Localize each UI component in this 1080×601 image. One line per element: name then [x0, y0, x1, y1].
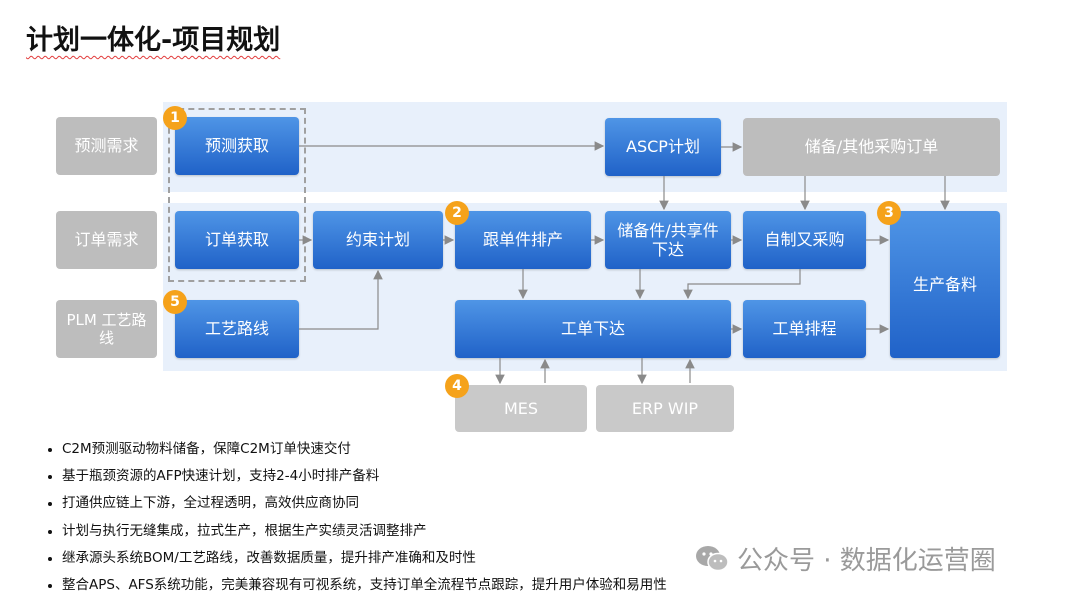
- wo-issue-box: 工单下达: [455, 300, 731, 358]
- erp-wip-box: ERP WIP: [596, 385, 734, 432]
- step-badge-3: 3: [877, 201, 901, 225]
- wechat-icon: [696, 545, 729, 571]
- reserve-po-box: 储备/其他采购订单: [743, 118, 1000, 176]
- forecast-get-box: 预测获取: [175, 117, 299, 175]
- benefit-list: C2M预测驱动物料储备，保障C2M订单快速交付 基于瓶颈资源的AFP快速计划，支…: [48, 436, 667, 599]
- routing-box: 工艺路线: [175, 300, 299, 358]
- order-demand-box: 订单需求: [56, 211, 157, 269]
- page-title: 计划一体化-项目规划: [26, 25, 281, 56]
- plm-routing-box: PLM 工艺路线: [56, 300, 157, 358]
- watermark-text: 公众号 · 数据化运营圈: [737, 546, 996, 576]
- list-item: C2M预测驱动物料储备，保障C2M订单快速交付: [48, 436, 667, 463]
- acquisition-group: [168, 108, 306, 282]
- list-item: 整合APS、AFS系统功能，完美兼容现有可视系统，支持订单全流程节点跟踪，提升用…: [48, 572, 667, 599]
- step-badge-5: 5: [163, 290, 187, 314]
- step-badge-2: 2: [445, 201, 469, 225]
- step-badge-1: 1: [163, 106, 187, 130]
- watermark: 公众号 · 数据化运营圈: [695, 540, 996, 577]
- list-item: 基于瓶颈资源的AFP快速计划，支持2-4小时排产备料: [48, 463, 667, 490]
- follow-schedule-box: 跟单件排产: [455, 211, 591, 269]
- list-item: 继承源头系统BOM/工艺路线，改善数据质量，提升排产准确和及时性: [48, 545, 667, 572]
- forecast-demand-box: 预测需求: [56, 117, 157, 175]
- constraint-plan-box: 约束计划: [313, 211, 443, 269]
- production-prep-box: 生产备料: [890, 211, 1000, 358]
- mes-box: MES: [455, 385, 587, 432]
- order-get-box: 订单获取: [175, 211, 299, 269]
- spare-issue-box: 储备件/共享件下达: [605, 211, 731, 269]
- wo-schedule-box: 工单排程: [743, 300, 866, 358]
- step-badge-4: 4: [445, 374, 469, 398]
- make-or-buy-box: 自制又采购: [743, 211, 866, 269]
- ascp-plan-box: ASCP计划: [605, 118, 721, 176]
- list-item: 计划与执行无缝集成，拉式生产，根据生产实绩灵活调整排产: [48, 518, 667, 545]
- list-item: 打通供应链上下游，全过程透明，高效供应商协同: [48, 490, 667, 517]
